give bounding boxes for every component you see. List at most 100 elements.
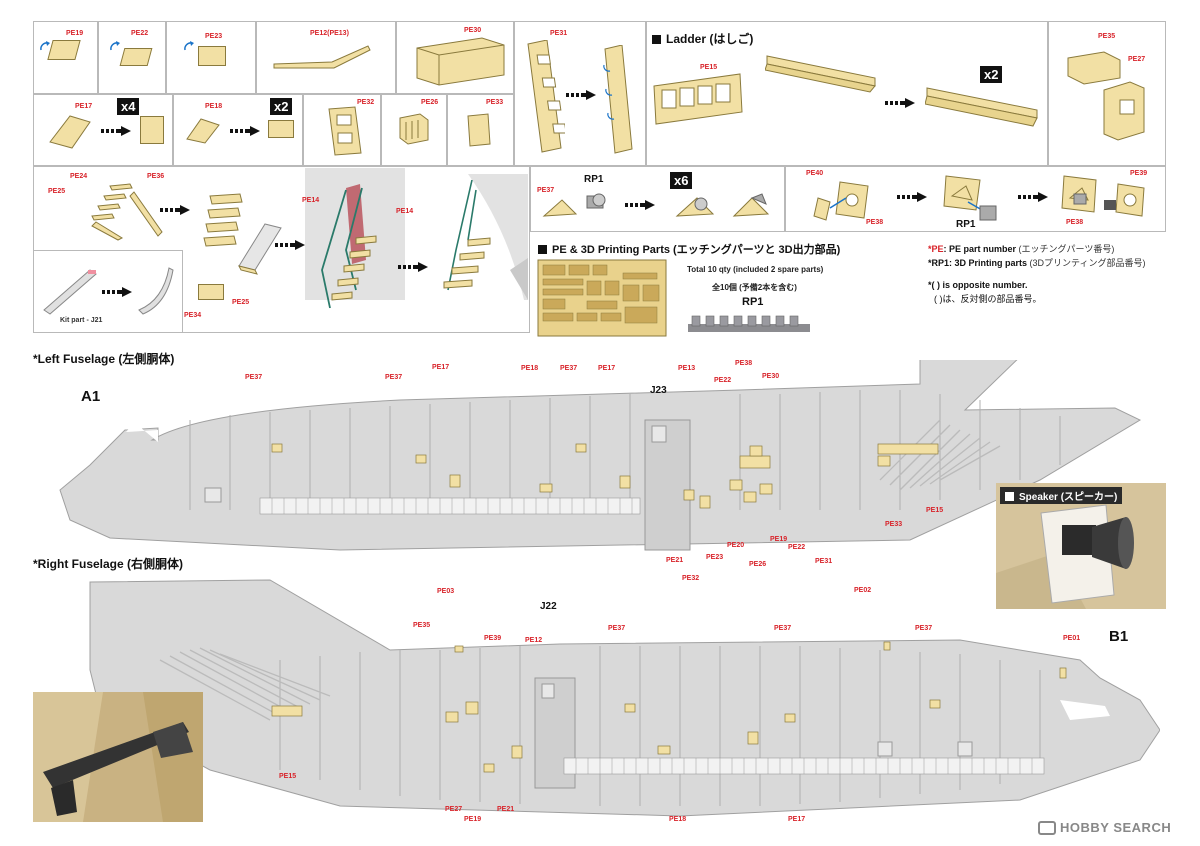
lf-label-14: PE23 — [706, 554, 724, 561]
part-airstair-with-rails — [321, 184, 377, 309]
part-pe24-steps — [91, 183, 163, 241]
rf-label-9: PE15 — [279, 773, 297, 780]
part-airstair-final — [443, 174, 528, 300]
lf-label-19: PE31 — [815, 558, 833, 565]
ladder-title: Ladder (はしご) — [652, 30, 753, 47]
label-pe31: PE31 — [550, 30, 568, 37]
grid-cell-rp1 — [530, 166, 785, 232]
right-fuselage-station: J22 — [540, 601, 557, 612]
lf-label-1: PE37 — [385, 374, 403, 381]
label-pe23: PE23 — [205, 33, 223, 40]
lf-label-17: PE19 — [770, 536, 788, 543]
arrow-right-icon — [160, 205, 190, 215]
rf-label-3: PE12 — [525, 637, 543, 644]
label-pe35-top: PE35 — [1098, 33, 1116, 40]
part-rp1 — [586, 193, 606, 209]
part-pe32 — [328, 106, 362, 156]
arrow-right-icon — [897, 192, 927, 202]
rotate-arrow-icon — [184, 41, 194, 51]
lf-label-10: PE15 — [926, 507, 944, 514]
part-pe15-final — [925, 87, 1038, 127]
label-pe32: PE32 — [357, 99, 375, 106]
lf-label-0: PE37 — [245, 374, 263, 381]
rf-label-11: PE19 — [464, 816, 482, 823]
part-pe38-assembled — [1061, 175, 1097, 213]
arrow-right-icon — [101, 126, 131, 136]
label-pe33: PE33 — [486, 99, 504, 106]
lf-label-12: PE21 — [666, 557, 684, 564]
arrow-right-icon — [566, 90, 596, 100]
lf-label-7: PE22 — [714, 377, 732, 384]
legend-opposite-en: *( ) is opposite number. — [928, 280, 1028, 290]
label-pe40: PE40 — [806, 170, 824, 177]
pe17-multiplier: x4 — [117, 98, 140, 115]
label-pe24: PE24 — [70, 173, 88, 180]
legend-rp-text: : 3D Printing parts — [949, 258, 1028, 268]
label-pe18: PE18 — [205, 103, 223, 110]
rf-label-4: PE37 — [608, 625, 626, 632]
part-kit-j21-ramp — [238, 223, 282, 275]
arrow-right-icon — [275, 240, 305, 250]
stair-photo — [33, 692, 203, 822]
right-fuselage-ref: B1 — [1109, 628, 1129, 645]
watermark-logo-icon — [1038, 821, 1056, 835]
arrow-right-icon — [230, 126, 260, 136]
rf-label-2: PE39 — [484, 635, 502, 642]
label-pe30: PE30 — [464, 27, 482, 34]
lf-label-2: PE17 — [432, 364, 450, 371]
speaker-photo: Speaker (スピーカー) — [996, 483, 1166, 609]
rp1-sprue-image — [688, 315, 810, 332]
left-fuselage-ref: A1 — [81, 388, 101, 405]
label-pe36: PE36 — [147, 173, 165, 180]
lf-label-8: PE38 — [735, 360, 753, 367]
label-pe37-rp: PE37 — [537, 187, 555, 194]
legend-pe-jp: (エッチングパーツ番号) — [1018, 244, 1115, 254]
lf-label-18: PE22 — [788, 544, 806, 551]
part-pe31-flat — [527, 40, 565, 153]
part-pe19 — [47, 40, 81, 60]
left-fuselage-diagram — [59, 360, 1142, 551]
rf-label-12: PE21 — [497, 806, 515, 813]
pe18-multiplier: x2 — [270, 98, 293, 115]
label-pe25b: PE25 — [232, 299, 250, 306]
part-pe35 — [1067, 51, 1121, 85]
part-pe23 — [198, 46, 226, 66]
rf-label-10: PE27 — [445, 806, 463, 813]
label-pe27-top: PE27 — [1128, 56, 1146, 63]
label-pe26: PE26 — [421, 99, 439, 106]
legend-rp-jp: (3Dプリンティング部品番号) — [1029, 258, 1146, 268]
rf-label-14: PE17 — [788, 816, 806, 823]
label-pe38b: PE38 — [1066, 219, 1084, 226]
rf-label-13: PE18 — [669, 816, 687, 823]
part-pe26 — [399, 113, 429, 145]
right-fuselage-diagram — [89, 579, 1160, 817]
arrow-right-icon — [1018, 192, 1048, 202]
label-pe12: PE12(PE13) — [310, 30, 349, 37]
part-pe12 — [273, 45, 371, 69]
grid-cell-stairs — [33, 166, 530, 333]
rf-label-1: PE35 — [413, 622, 431, 629]
lf-label-3: PE18 — [521, 365, 539, 372]
rp1-qty-jp: 全10個 (予備2本を含む) — [712, 283, 797, 292]
parts-panel-title: PE & 3D Printing Parts (エッチングパーツと 3D出力部品… — [538, 241, 840, 257]
grid-cell-pe12 — [256, 21, 396, 94]
part-pe15-flat — [653, 73, 743, 125]
legend-opposite-jp: ( )は、反対側の部品番号。 — [934, 294, 1042, 304]
legend-rp-key: *RP1 — [928, 258, 950, 268]
part-pe40 — [813, 181, 869, 221]
arrow-right-icon — [398, 262, 428, 272]
lf-label-4: PE37 — [560, 365, 578, 372]
speaker-photo-title: Speaker (スピーカー) — [1000, 487, 1123, 504]
kit-part-subbox — [33, 250, 183, 333]
arrow-right-icon — [102, 287, 132, 297]
rf-label-8: PE01 — [1063, 635, 1081, 642]
part-stairs-assembled — [203, 193, 243, 247]
part-pe37 — [542, 199, 578, 217]
label-pe17: PE17 — [75, 103, 93, 110]
lf-label-11: PE33 — [885, 521, 903, 528]
legend-rp: *RP1: 3D Printing parts (3Dプリンティング部品番号) — [928, 256, 1146, 269]
label-pe39: PE39 — [1130, 170, 1148, 177]
lf-label-13: PE32 — [682, 575, 700, 582]
legend-pe: *PE: PE part number (エッチングパーツ番号) — [928, 242, 1114, 255]
rf-label-7: PE37 — [915, 625, 933, 632]
